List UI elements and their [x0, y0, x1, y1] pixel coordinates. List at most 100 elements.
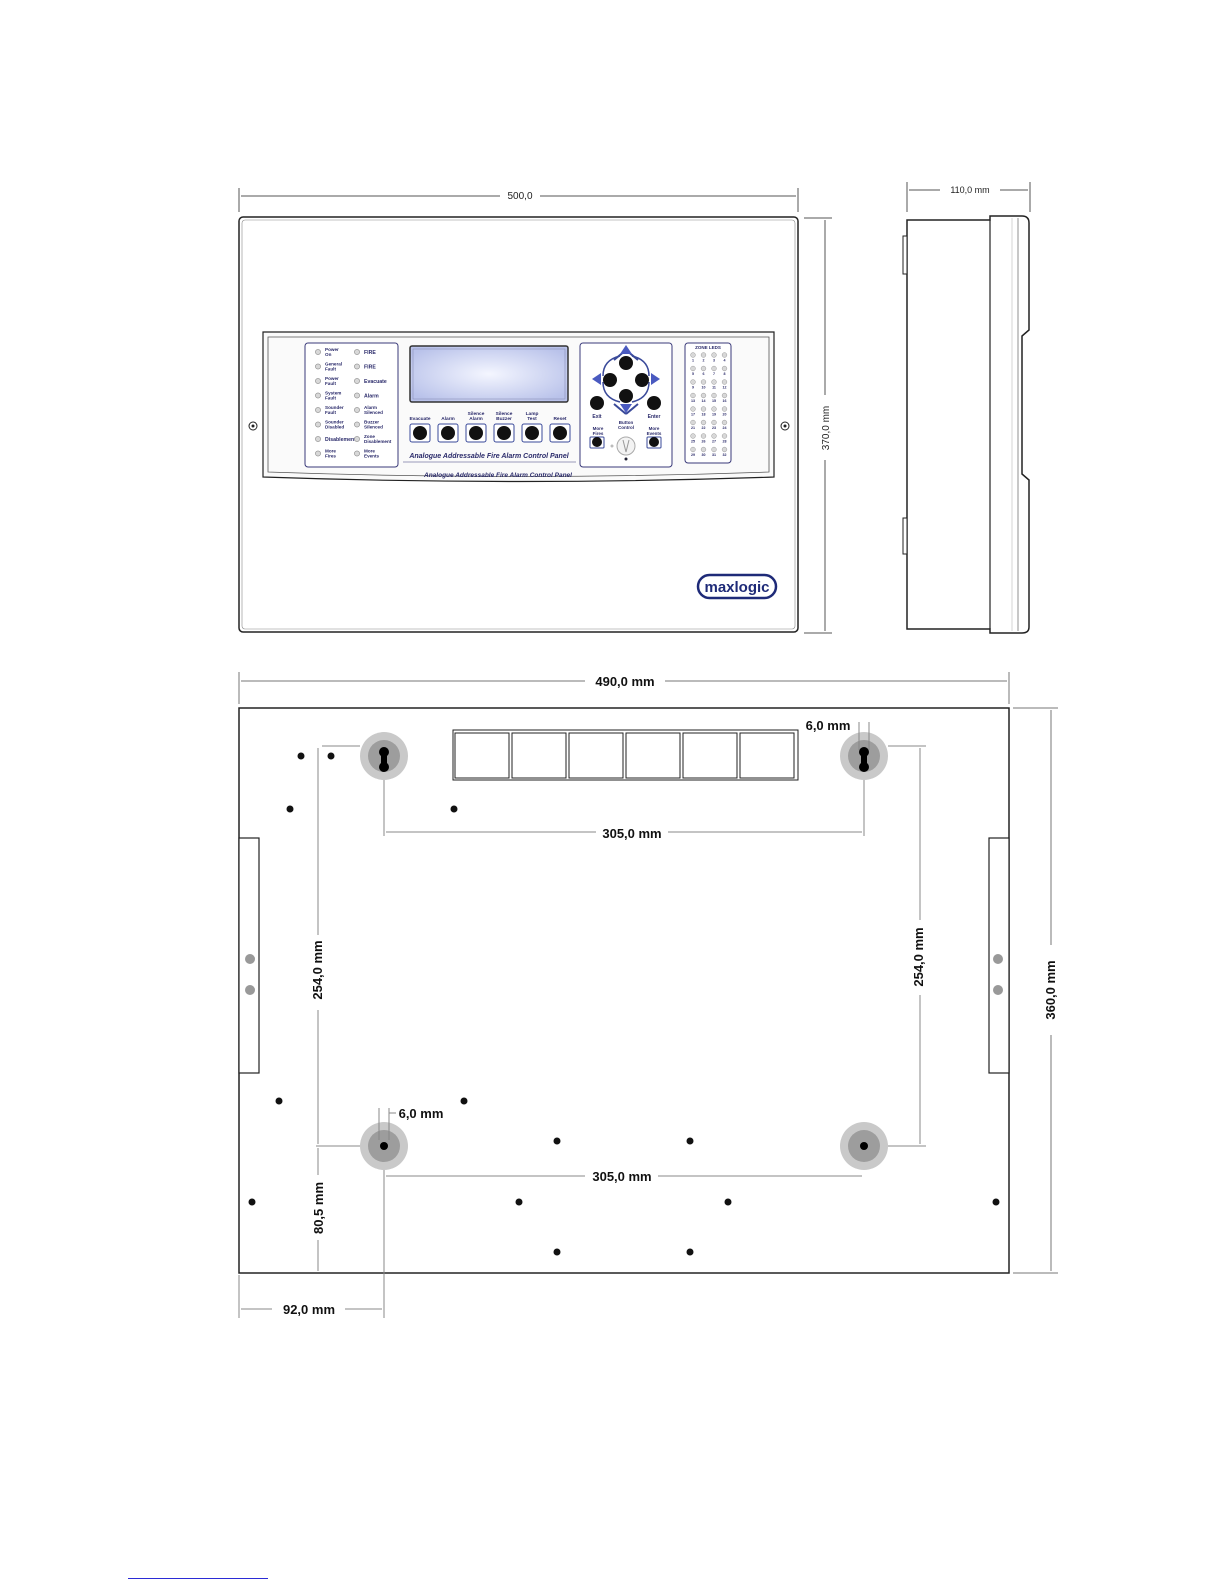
- status-right-label-6-b: Disablement: [364, 439, 392, 444]
- status-left-label-5-b: Disabled: [325, 425, 344, 430]
- cabinet-side: [906, 215, 1030, 634]
- navigation-keys: Exit Enter Button Control More Fires Mor…: [589, 345, 662, 461]
- arrow-right-icon[interactable]: [651, 373, 660, 385]
- zone-number-27: 27: [712, 440, 716, 444]
- maxlogic-logo: maxlogic: [696, 573, 778, 600]
- rear-height-label: 360,0 mm: [1043, 960, 1058, 1019]
- zone-led-14: [700, 392, 707, 399]
- footer-separator: [128, 1578, 268, 1579]
- keyhole-width-top-label: 6,0 mm: [806, 718, 851, 733]
- zone-led-23: [711, 419, 717, 426]
- panel-title-lower: Analogue Addressable Fire Alarm Control …: [423, 472, 572, 479]
- more-events-label-1: More: [649, 426, 660, 431]
- key-more-fires[interactable]: [592, 437, 602, 447]
- brand-text: maxlogic: [704, 579, 769, 596]
- control-button-5[interactable]: [553, 426, 567, 440]
- front-width-label: 500,0: [507, 191, 532, 202]
- control-button-4[interactable]: [525, 426, 539, 440]
- zone-led-16: [721, 392, 728, 399]
- key-right[interactable]: [635, 373, 649, 387]
- button-label-3-a: Silence: [496, 411, 513, 417]
- status-left-label-0-b: On: [325, 352, 332, 357]
- vertical-spacing-left-label: 254,0 mm: [310, 940, 325, 999]
- zone-led-2: [700, 352, 707, 358]
- status-led-box: [304, 342, 399, 468]
- front-height-label: 370,0 mm: [821, 406, 832, 450]
- zone-led-17: [690, 406, 696, 412]
- status-left-label-6-a: Disablement: [325, 437, 356, 443]
- zone-led-8: [721, 365, 728, 372]
- arrow-up-icon[interactable]: [620, 345, 632, 354]
- zone-led-5: [690, 365, 696, 372]
- button-label-0-a: Evacuate: [409, 416, 430, 422]
- status-right-led-5: [354, 421, 360, 428]
- zone-number-26: 26: [702, 440, 706, 444]
- status-left-label-0-a: Power: [325, 347, 339, 352]
- rear-dimension-lines: [238, 722, 926, 1318]
- more-events-label-2: Events: [647, 431, 662, 436]
- zone-number-13: 13: [691, 399, 695, 403]
- more-fires-label-1: More: [593, 426, 604, 431]
- zone-number-17: 17: [691, 413, 695, 417]
- zone-led-13: [690, 392, 696, 399]
- key-enter[interactable]: [647, 396, 661, 410]
- zone-number-5: 5: [692, 372, 694, 376]
- status-left-label-5-a: Sounder: [325, 420, 344, 425]
- button-label-5-a: Reset: [553, 416, 566, 422]
- zone-led-4: [721, 352, 728, 358]
- zone-number-7: 7: [713, 372, 715, 376]
- status-left-led-4: [315, 407, 321, 413]
- zone-led-7: [711, 365, 717, 372]
- status-left-led-1: [315, 363, 321, 370]
- mounting-hole-bottom-right: [840, 1122, 888, 1170]
- zone-number-19: 19: [712, 413, 716, 417]
- control-button-0[interactable]: [413, 426, 427, 440]
- panel-title-inner: Analogue Addressable Fire Alarm Control …: [408, 453, 569, 460]
- arrow-down-icon[interactable]: [620, 404, 632, 413]
- key-exit[interactable]: [590, 396, 604, 410]
- zone-led-15: [711, 392, 717, 399]
- backplate: [238, 707, 1010, 1274]
- status-left-label-4-b: Fault: [325, 410, 336, 415]
- front-height-dimension: 370,0 mm: [804, 217, 832, 634]
- control-button-2[interactable]: [469, 426, 483, 440]
- zone-number-14: 14: [702, 399, 706, 403]
- button-label-1-a: Alarm: [441, 416, 455, 422]
- key-more-events[interactable]: [649, 437, 659, 447]
- status-left-led-2: [315, 378, 321, 384]
- key-switch-icon[interactable]: [616, 436, 636, 456]
- zone-led-29: [690, 446, 696, 453]
- zone-number-25: 25: [691, 440, 695, 444]
- status-left-label-3-a: System: [325, 391, 341, 396]
- zone-number-28: 28: [723, 440, 727, 444]
- exit-label: Exit: [592, 414, 602, 420]
- lcd-display: [409, 345, 569, 403]
- key-up[interactable]: [619, 356, 633, 370]
- zone-number-15: 15: [712, 399, 716, 403]
- arrow-left-icon[interactable]: [592, 373, 601, 385]
- offset-left-label: 92,0 mm: [283, 1302, 335, 1317]
- status-left-label-7-a: More: [325, 449, 336, 454]
- status-right-led-2: [354, 378, 360, 384]
- status-left-label-1-b: Fault: [325, 367, 336, 372]
- front-view: 500,0 370,0 mm PowerOnGeneralFaultPowerF…: [238, 188, 832, 634]
- status-left-label-1-a: General: [325, 362, 342, 367]
- zone-led-30: [700, 446, 707, 453]
- button-label-2-b: Alarm: [469, 416, 483, 422]
- control-button-3[interactable]: [497, 426, 511, 440]
- zone-led-24: [721, 419, 728, 426]
- fixing-holes: [248, 752, 1000, 1256]
- key-left[interactable]: [603, 373, 617, 387]
- status-right-led-4: [354, 407, 360, 413]
- status-right-led-0: [354, 349, 360, 355]
- rear-height-dimension: 360,0 mm: [1013, 707, 1058, 1274]
- button-label-4-a: Lamp: [526, 411, 539, 417]
- zone-number-2: 2: [703, 359, 705, 363]
- zone-led-18: [700, 406, 707, 412]
- control-button-1[interactable]: [441, 426, 455, 440]
- status-right-label-4-a: Alarm: [364, 405, 377, 410]
- status-left-label-3-b: Fault: [325, 396, 336, 401]
- key-down[interactable]: [619, 389, 633, 403]
